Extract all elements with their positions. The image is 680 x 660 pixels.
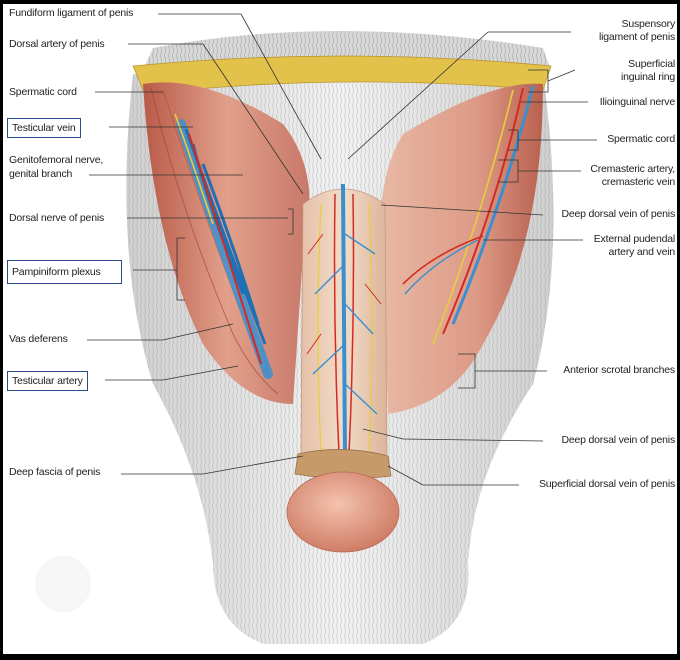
label-cremasteric-line2: cremasteric vein (601, 176, 675, 188)
label-testicular-vein: Testicular vein (7, 118, 81, 138)
label-suspensory-line1: Suspensory (621, 18, 676, 30)
label-fundiform-ligament: Fundiform ligament of penis (9, 7, 134, 19)
label-genitofemoral-line1: Genitofemoral nerve, (9, 154, 104, 166)
label-anterior-scrotal-branches: Anterior scrotal branches (563, 364, 675, 376)
superficial-fascia-band (132, 55, 552, 95)
left-pampiniform-plexus (174, 113, 273, 379)
glans (286, 449, 400, 553)
label-deep-dorsal-vein-bottom: Deep dorsal vein of penis (561, 434, 676, 446)
label-dorsal-artery: Dorsal artery of penis (9, 38, 105, 50)
label-external-pudendal-line2: artery and vein (608, 246, 676, 258)
leader-lines (87, 13, 597, 486)
watermark-circle (35, 556, 91, 612)
label-testicular-artery: Testicular artery (7, 371, 88, 391)
label-external-pudendal-line1: External pudendal (593, 233, 675, 245)
label-deep-fascia: Deep fascia of penis (9, 466, 101, 478)
label-spermatic-cord-left: Spermatic cord (9, 86, 77, 98)
label-superficial-dorsal-vein: Superficial dorsal vein of penis (538, 478, 675, 490)
label-vas-deferens: Vas deferens (9, 333, 68, 345)
penis-shaft (300, 183, 388, 460)
label-deep-dorsal-vein-top: Deep dorsal vein of penis (561, 208, 676, 220)
illustration-canvas: Fundiform ligament of penis Dorsal arter… (3, 4, 677, 654)
label-genitofemoral-line2: genital branch (9, 168, 73, 180)
label-dorsal-nerve: Dorsal nerve of penis (9, 212, 105, 224)
label-cremasteric-line1: Cremasteric artery, (590, 163, 675, 175)
label-superficial-ring-line1: Superficial (628, 58, 675, 70)
label-ilioinguinal-nerve: Ilioinguinal nerve (599, 96, 675, 108)
anatomy-illustration (35, 13, 597, 644)
label-superficial-ring-line2: inguinal ring (620, 71, 675, 83)
label-pampiniform-plexus: Pampiniform plexus (7, 260, 122, 284)
label-suspensory-line2: ligament of penis (599, 31, 675, 43)
right-cremaster-region (380, 83, 543, 414)
label-spermatic-cord-right: Spermatic cord (607, 133, 675, 145)
